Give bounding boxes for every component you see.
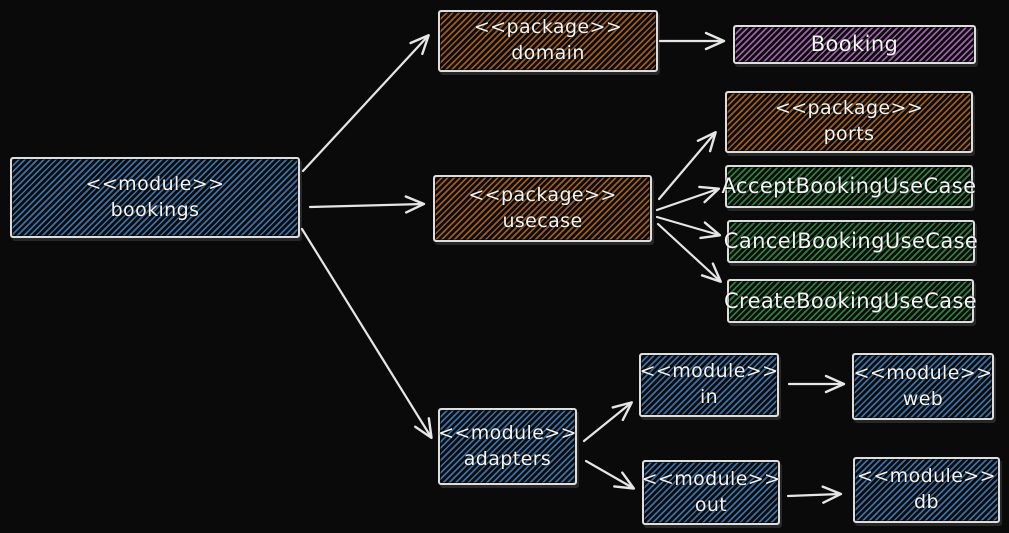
node-booking: Booking xyxy=(733,25,976,64)
arrow-bookings-to-adapters xyxy=(300,227,433,440)
node-stereotype: <<module>> xyxy=(641,467,781,490)
node-bookings: <<module>> bookings xyxy=(10,157,300,238)
node-label: adapters xyxy=(463,447,552,470)
node-stereotype: <<package>> xyxy=(774,97,924,120)
node-stereotype: <<package>> xyxy=(473,16,623,39)
arrow-out-to-db xyxy=(786,485,843,504)
node-accept-booking-use-case: AcceptBookingUseCase xyxy=(722,165,976,208)
node-label: Booking xyxy=(810,32,899,57)
arrow-usecase-to-create-booking-use-case xyxy=(656,222,722,283)
arrow-usecase-to-accept-booking-use-case xyxy=(655,185,721,212)
node-label: CreateBookingUseCase xyxy=(723,288,978,313)
node-label: in xyxy=(699,386,719,408)
node-label: ports xyxy=(823,123,875,145)
node-label: AcceptBookingUseCase xyxy=(721,174,977,199)
node-adapters: <<module>> adapters xyxy=(438,408,577,485)
arrow-bookings-to-usecase xyxy=(308,195,426,214)
node-label: out xyxy=(694,493,728,516)
node-label: bookings xyxy=(110,198,200,221)
node-label: web xyxy=(902,387,944,410)
node-stereotype: <<module>> xyxy=(639,360,779,383)
node-stereotype: <<module>> xyxy=(853,361,993,384)
node-create-booking-use-case: CreateBookingUseCase xyxy=(723,279,978,323)
arrow-adapters-to-in xyxy=(582,401,633,443)
node-db: <<module>> db xyxy=(853,457,1000,523)
arrow-usecase-to-ports xyxy=(657,131,717,201)
arrow-usecase-to-cancel-booking-use-case xyxy=(655,215,722,240)
node-label: usecase xyxy=(502,209,583,232)
node-stereotype: <<module>> xyxy=(438,421,577,444)
node-stereotype: <<module>> xyxy=(85,172,225,195)
node-web: <<module>> web xyxy=(852,353,994,420)
arrow-bookings-to-domain xyxy=(301,34,430,173)
node-usecase: <<package>> usecase xyxy=(433,175,652,242)
node-stereotype: <<module>> xyxy=(857,465,996,488)
node-label: db xyxy=(914,491,939,513)
node-label: domain xyxy=(511,42,585,64)
node-ports: <<package>> ports xyxy=(725,91,973,153)
node-label: CancelBookingUseCase xyxy=(723,229,979,254)
node-out: <<module>> out xyxy=(642,460,780,525)
node-in: <<module>> in xyxy=(639,353,779,417)
node-cancel-booking-use-case: CancelBookingUseCase xyxy=(724,220,978,263)
node-domain: <<package>> domain xyxy=(438,10,658,72)
arrow-adapters-to-out xyxy=(584,459,636,490)
node-stereotype: <<package>> xyxy=(468,183,617,206)
